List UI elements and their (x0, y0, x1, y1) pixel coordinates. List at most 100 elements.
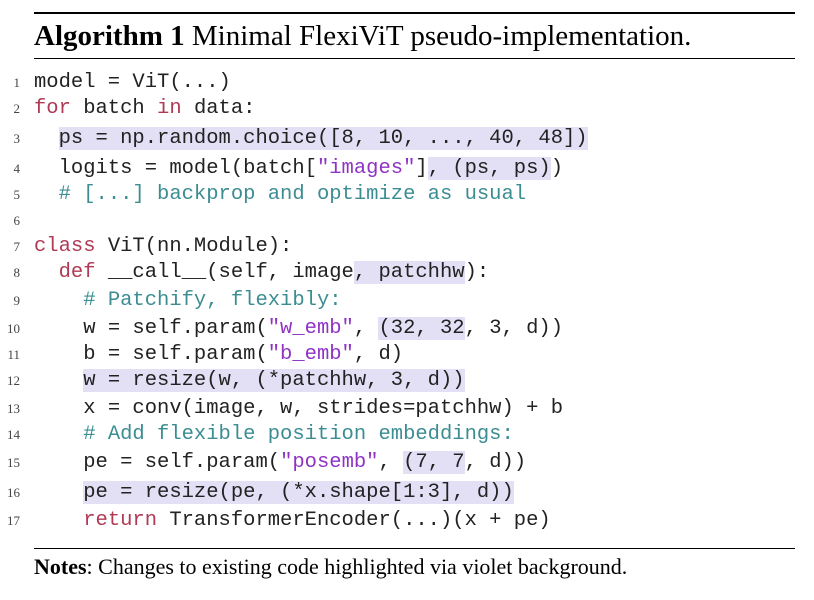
code-text: # Patchify, flexibly: (34, 288, 341, 314)
code-line: 1 model = ViT(...) (0, 70, 814, 96)
line-number: 12 (7, 373, 20, 388)
keyword-token: in (157, 97, 182, 120)
code-text: for batch in data: (34, 96, 255, 122)
code-text: logits = model(batch["images"], (ps, ps)… (34, 156, 563, 182)
code-token: , (378, 451, 404, 474)
code-token: ) (550, 157, 564, 180)
code-text: pe = self.param("posemb", (7, 7, d)) (34, 450, 526, 476)
code-token: model = ViT(...) (34, 71, 231, 94)
code-indent (34, 157, 59, 180)
code-indent (34, 509, 83, 532)
highlighted-change: (32, 32 (378, 317, 465, 340)
code-token: b = self.param( (83, 343, 268, 366)
code-line: 13 x = conv(image, w, strides=patchhw) +… (0, 396, 814, 422)
line-number: 13 (7, 401, 20, 416)
code-indent (34, 451, 83, 474)
notes: Notes: Changes to existing code highligh… (34, 552, 627, 582)
code-line: 6 (0, 208, 814, 234)
code-indent (34, 127, 59, 150)
top-rule (34, 12, 795, 14)
code-line: 2 for batch in data: (0, 96, 814, 122)
algorithm-label: Algorithm 1 (34, 20, 185, 52)
line-number: 1 (13, 75, 21, 90)
highlighted-change: pe = resize(pe, (*x.shape[1:3], d)) (83, 481, 514, 504)
keyword-token: class (34, 235, 96, 258)
code-token: ] (415, 157, 428, 180)
line-number: 11 (7, 347, 20, 362)
code-line: 12 w = resize(w, (*patchhw, 3, d)) (0, 368, 814, 394)
keyword-token: def (58, 261, 96, 284)
string-token: "posemb" (280, 451, 379, 474)
keyword-token: return (83, 509, 158, 532)
line-number: 15 (7, 455, 20, 470)
code-text: w = self.param("w_emb", (32, 32, 3, d)) (34, 316, 563, 342)
code-text: def __call__(self, image, patchhw): (34, 260, 489, 286)
code-indent (34, 481, 83, 504)
code-token: x = conv(image, w, strides=patchhw) + b (83, 397, 563, 420)
line-number: 14 (7, 427, 20, 442)
title-rule (34, 58, 795, 59)
comment-token: # Add flexible position embeddings: (83, 423, 514, 446)
line-number: 6 (13, 213, 21, 228)
highlighted-change: (7, 7 (403, 451, 465, 474)
code-line: 8 def __call__(self, image, patchhw): (0, 260, 814, 286)
code-indent (34, 317, 83, 340)
code-text: # Add flexible position embeddings: (34, 422, 514, 448)
string-token: "images" (316, 157, 416, 180)
code-token: __call__(self, image (95, 261, 354, 284)
line-number: 9 (13, 293, 21, 308)
string-token: "w_emb" (267, 317, 354, 340)
comment-token: # [...] backprop and optimize as usual (58, 183, 527, 206)
code-line: 11 b = self.param("b_emb", d) (0, 342, 814, 368)
code-token: data: (181, 97, 256, 120)
code-line: 14 # Add flexible position embeddings: (0, 422, 814, 448)
code-text: return TransformerEncoder(...)(x + pe) (34, 508, 551, 534)
highlighted-change: w = resize(w, (*patchhw, 3, d)) (83, 369, 465, 392)
code-line: 16 pe = resize(pe, (*x.shape[1:3], d)) (0, 480, 814, 506)
line-number: 3 (13, 131, 21, 146)
code-indent (34, 397, 83, 420)
code-token: w = self.param( (83, 317, 268, 340)
highlighted-change: ps = np.random.choice([8, 10, ..., 40, 4… (58, 127, 588, 150)
highlighted-change: , patchhw (353, 261, 465, 284)
code-token: ): (464, 261, 490, 284)
code-indent (34, 369, 83, 392)
line-number: 16 (7, 485, 20, 500)
algorithm-title: Algorithm 1 Minimal FlexiViT pseudo-impl… (34, 14, 691, 58)
algorithm-caption: Minimal FlexiViT pseudo-implementation. (191, 20, 692, 52)
code-text: # [...] backprop and optimize as usual (34, 182, 526, 208)
keyword-token: for (34, 97, 71, 120)
code-line: 5 # [...] backprop and optimize as usual (0, 182, 814, 208)
code-text: ps = np.random.choice([8, 10, ..., 40, 4… (34, 126, 588, 152)
code-indent (34, 289, 83, 312)
code-text: w = resize(w, (*patchhw, 3, d)) (34, 368, 465, 394)
code-indent (34, 261, 59, 284)
code-indent (34, 343, 83, 366)
line-number: 10 (7, 321, 20, 336)
code-indent (34, 183, 59, 206)
line-number: 4 (13, 161, 21, 176)
code-indent (34, 423, 83, 446)
code-token: , (353, 317, 379, 340)
notes-text: : Changes to existing code highlighted v… (86, 554, 628, 579)
code-token: , d) (353, 343, 404, 366)
code-text: class ViT(nn.Module): (34, 234, 292, 260)
code-line: 17 return TransformerEncoder(...)(x + pe… (0, 508, 814, 534)
code-token: ViT(nn.Module): (95, 235, 293, 258)
code-line: 10 w = self.param("w_emb", (32, 32, 3, d… (0, 316, 814, 342)
code-token: , 3, d)) (464, 317, 564, 340)
string-token: "b_emb" (267, 343, 354, 366)
bottom-rule (34, 548, 795, 549)
line-number: 2 (13, 101, 21, 116)
code-token: logits = model(batch[ (58, 157, 317, 180)
line-number: 7 (13, 239, 21, 254)
code-text: x = conv(image, w, strides=patchhw) + b (34, 396, 563, 422)
code-text: b = self.param("b_emb", d) (34, 342, 403, 368)
notes-label: Notes (34, 554, 87, 579)
code-line: 9 # Patchify, flexibly: (0, 288, 814, 314)
line-number: 17 (7, 513, 20, 528)
code-text: model = ViT(...) (34, 70, 231, 96)
code-token: TransformerEncoder(...)(x + pe) (157, 509, 551, 532)
code-line: 7 class ViT(nn.Module): (0, 234, 814, 260)
code-text: pe = resize(pe, (*x.shape[1:3], d)) (34, 480, 514, 506)
